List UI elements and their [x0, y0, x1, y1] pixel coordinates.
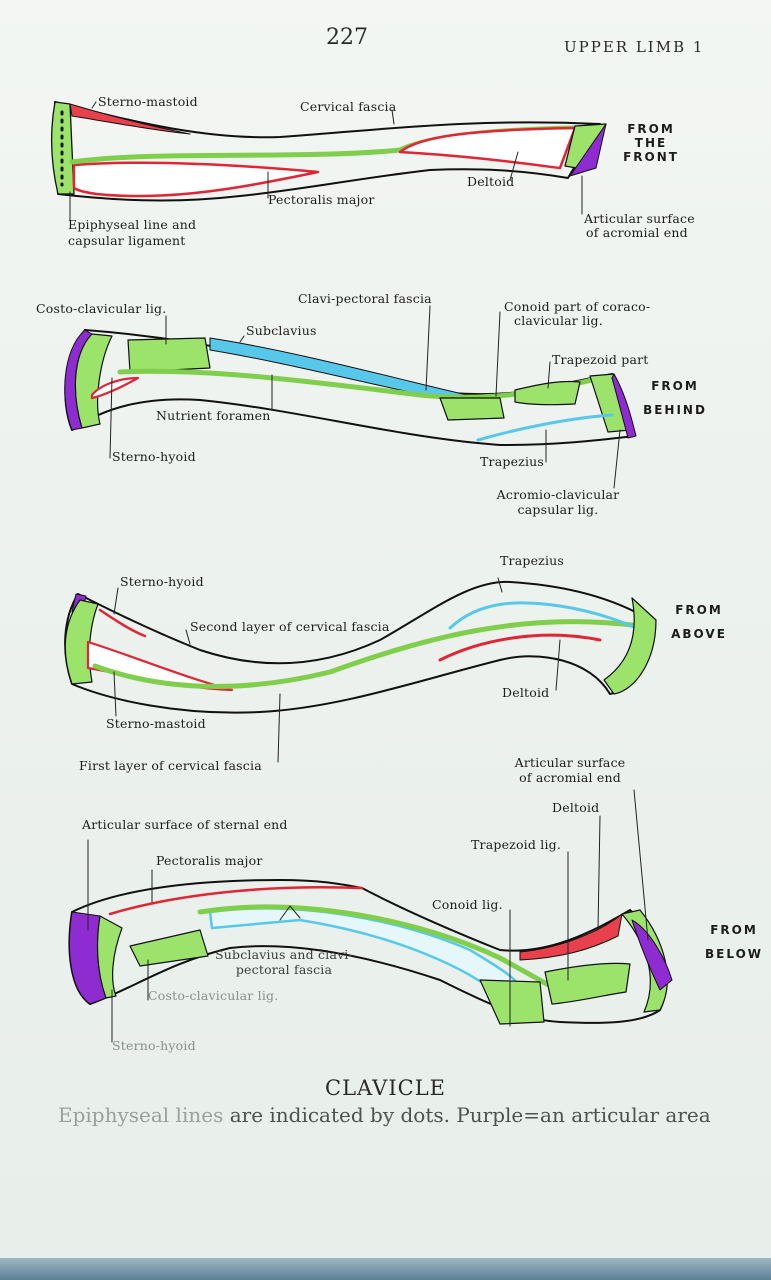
- sterno-mastoid-area: [69, 103, 191, 135]
- label-sterno-hyoid: Sterno-hyoid: [120, 574, 204, 589]
- label-clavi-pectoral-fascia: Clavi-pectoral fascia: [298, 291, 432, 306]
- leader-lines: [69, 101, 649, 1043]
- pectoralis-major-area: [108, 885, 364, 916]
- label-acromio-clavicular: Acromio-clavicular: [496, 487, 620, 502]
- label-sterno-hyoid: Sterno-hyoid: [112, 1038, 196, 1053]
- label-conoid-lig: Conoid lig.: [432, 897, 503, 912]
- label-pectoralis-major: Pectoralis major: [156, 853, 263, 868]
- label-deltoid: Deltoid: [467, 174, 515, 189]
- label-cervical-fascia: Cervical fascia: [300, 99, 397, 114]
- label-capsular-ligament: capsular ligament: [68, 233, 186, 248]
- sternal-epiphysis: [74, 333, 113, 429]
- trapezoid-area: [544, 962, 631, 1005]
- label-nutrient-foramen: Nutrient foramen: [156, 408, 271, 423]
- label-articular-surface: Articular surface: [514, 755, 626, 770]
- costo-clavicular-area: [129, 929, 209, 967]
- costo-clavicular-area: [127, 337, 211, 373]
- sternal-epiphysis: [96, 915, 123, 999]
- acromial-articular-surface: [569, 123, 607, 177]
- clavicle-view-front: [50, 101, 607, 202]
- deltoid-area: [398, 126, 577, 170]
- label-trapezius: Trapezius: [480, 454, 545, 469]
- label-articular-surface: Articular surface: [584, 211, 695, 226]
- trapezoid-area: [514, 380, 581, 406]
- conoid-area: [479, 979, 545, 1025]
- page-number: 227: [326, 25, 368, 50]
- label-articular-surface-sternal-end: Articular surface of sternal end: [82, 817, 288, 832]
- sternal-epiphysis: [50, 101, 75, 195]
- label-trapezoid-lig: Trapezoid lig.: [471, 837, 562, 852]
- label-sterno-mastoid: Sterno-mastoid: [106, 716, 206, 731]
- label-pectoral-fascia: pectoral fascia: [235, 962, 333, 977]
- acromial-articular-surface: [611, 373, 637, 439]
- label-deltoid: Deltoid: [502, 685, 550, 700]
- label-costo-clavicular-lig: Costo-clavicular lig.: [36, 301, 167, 316]
- sternal-epiphysis: [64, 599, 99, 685]
- label-coraco-clavicular: clavicular lig.: [514, 313, 603, 328]
- label-sterno-mastoid: Sterno-mastoid: [98, 94, 198, 109]
- clavicle-view-behind: [64, 329, 637, 446]
- label-pectoralis-major: Pectoralis major: [268, 192, 375, 207]
- label-conoid-part: Conoid part of coraco-: [504, 299, 651, 314]
- acromial-articular-surface: [631, 919, 673, 991]
- label-trapezius: Trapezius: [500, 553, 565, 568]
- epiphyseal-band: [92, 619, 643, 689]
- label-sterno-hyoid: Sterno-hyoid: [112, 449, 196, 464]
- label-costo-clavicular-lig: Costo-clavicular lig.: [148, 988, 279, 1003]
- label-first-layer-cervical-fascia: First layer of cervical fascia: [79, 758, 262, 773]
- bone-outline: [64, 580, 651, 714]
- acromial-epiphysis: [603, 597, 657, 695]
- label-capsular-lig: capsular lig.: [517, 502, 599, 517]
- label-second-layer-cervical-fascia: Second layer of cervical fascia: [190, 619, 390, 634]
- label-acromial-end: of acromial end: [519, 770, 621, 785]
- label-epiphyseal-line: Epiphyseal line and: [68, 217, 197, 232]
- trapezius-area: [448, 601, 642, 632]
- figure-caption: Epiphyseal lines are indicated by dots. …: [58, 1103, 711, 1127]
- deltoid-area: [519, 913, 623, 961]
- conoid-area: [439, 397, 505, 421]
- clavicle-view-above: [64, 580, 657, 714]
- running-header: UPPER LIMB 1: [564, 38, 705, 56]
- bone-outline: [54, 101, 601, 202]
- figure-title: CLAVICLE: [325, 1076, 446, 1100]
- label-trapezoid-part: Trapezoid part: [552, 352, 649, 367]
- trapezius-area: [476, 413, 614, 442]
- label-deltoid: Deltoid: [552, 800, 600, 815]
- clavicle-view-below: [68, 879, 673, 1025]
- sterno-hyoid-area: [90, 376, 140, 400]
- sterno-hyoid-area: [98, 608, 147, 638]
- page-edge: [0, 1258, 771, 1280]
- deltoid-area: [438, 633, 602, 662]
- label-acromial-end: of acromial end: [586, 225, 688, 240]
- label-subclavius-clavi: Subclavius and clavi-: [215, 947, 353, 962]
- label-subclavius: Subclavius: [246, 323, 317, 338]
